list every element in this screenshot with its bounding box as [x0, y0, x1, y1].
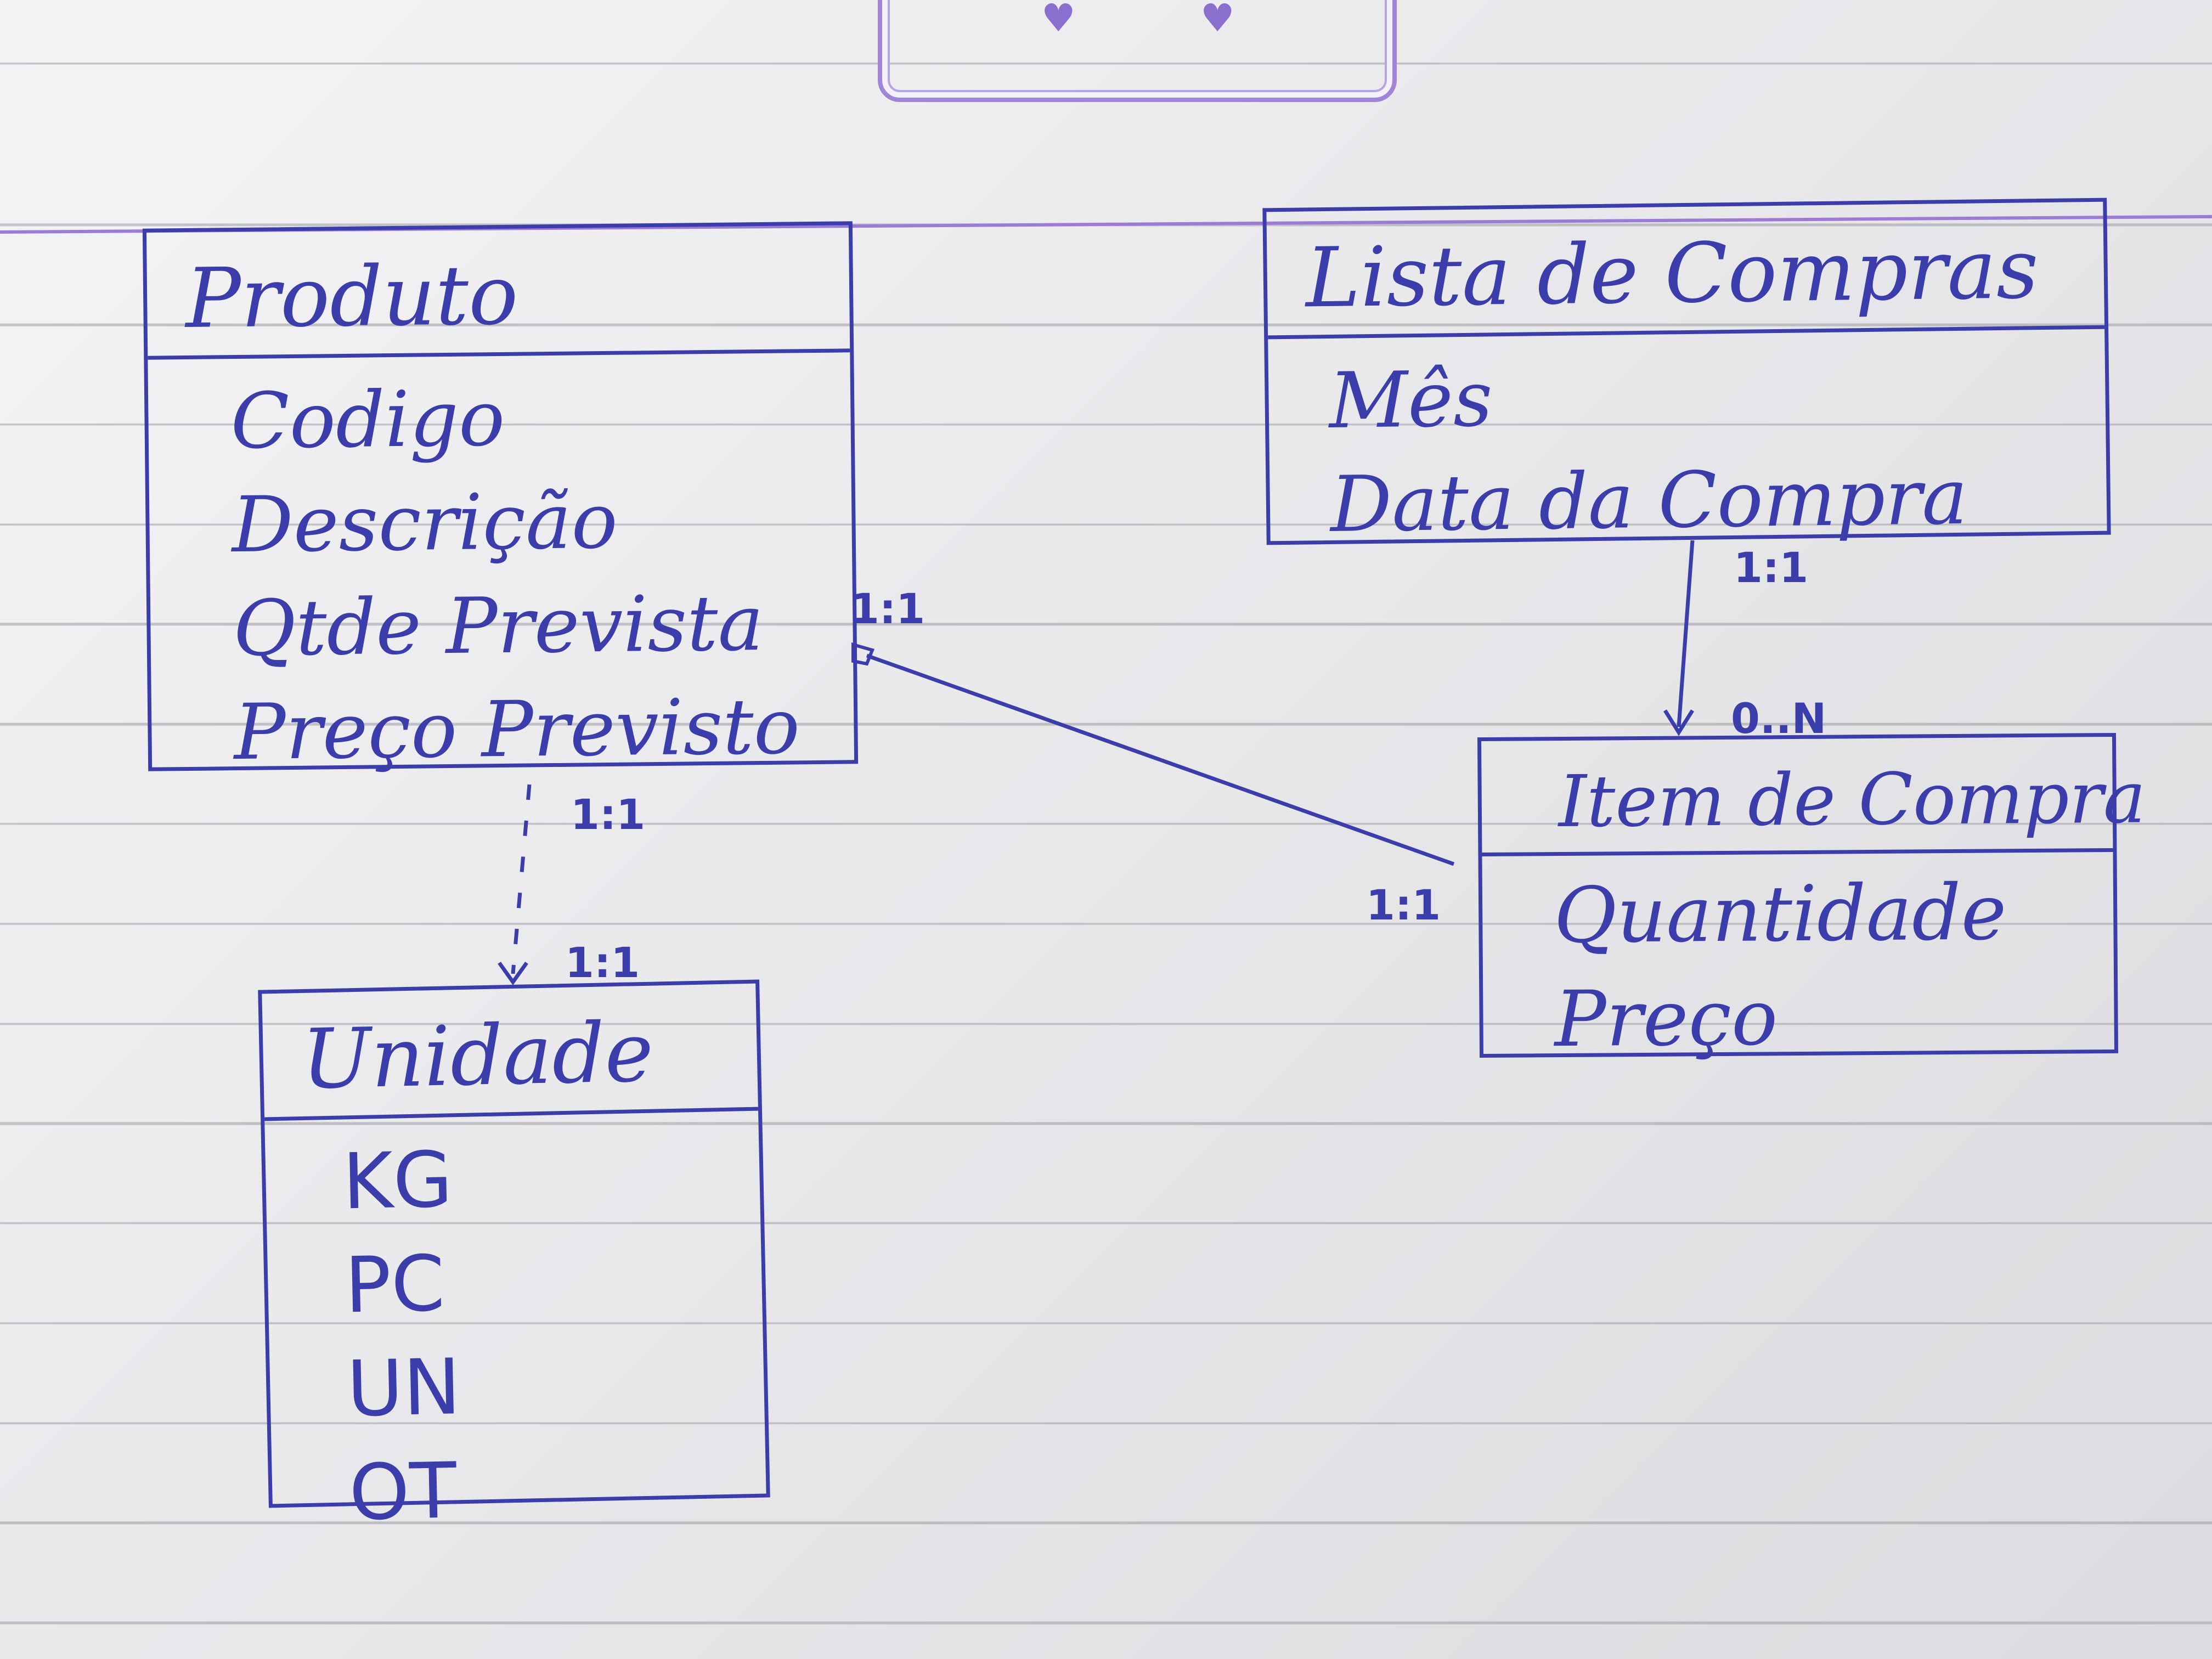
attribute-item: UN [346, 1342, 462, 1435]
attribute-item: KG [341, 1135, 454, 1227]
relationship-line-lista-item [1677, 540, 1695, 727]
attribute-item: PC [343, 1239, 446, 1331]
attribute-item: Codigo [230, 374, 506, 467]
heart-icon: ♥ [1200, 0, 1235, 41]
attribute-item: Quantidade [1553, 868, 2007, 961]
attribute-item: Qtde Prevista [232, 578, 764, 674]
entity-title: Lista de Compras [1266, 201, 2105, 340]
entity-title: Item de Compra [1481, 736, 2146, 857]
entity-lista-de-compras[interactable]: Lista de Compras Mês Data da Compra [1262, 198, 2111, 550]
entity-produto[interactable]: Produto Codigo Descrição Qtde Prevista P… [142, 221, 859, 777]
entity-unidade[interactable]: Unidade KG PC UN OT [258, 979, 770, 1538]
arrowhead-icon [1663, 709, 1694, 736]
heart-icon: ♥ [1041, 0, 1076, 41]
notebook-header-frame: ♥ ♥ [878, 0, 1397, 102]
attribute-item: Data da Compra [1329, 452, 1968, 550]
arrowhead-icon [498, 961, 528, 986]
attribute-item: Descrição [231, 476, 618, 571]
relationship-line-produto-item [866, 653, 1455, 866]
cardinality-label: 1:1 [1734, 543, 1809, 592]
attribute-item: Mês [1328, 354, 1493, 446]
attribute-item: Preço Previsto [233, 682, 800, 778]
entity-title: Produto [146, 225, 850, 360]
entity-item-de-compra[interactable]: Item de Compra Quantidade Preço [1477, 732, 2146, 1064]
cardinality-label: 1:1 [565, 938, 640, 987]
entity-title: Unidade [262, 983, 759, 1121]
connector-end-icon [851, 642, 875, 666]
cardinality-label: 1:1 [1366, 881, 1441, 929]
cardinality-label: 1:1 [850, 584, 926, 633]
cardinality-label: 0..N [1731, 694, 1827, 743]
attribute-item: OT [348, 1446, 458, 1538]
relationship-line-produto-unidade [511, 784, 532, 974]
cardinality-label: 1:1 [571, 790, 646, 839]
attribute-item: Preço [1554, 973, 1778, 1065]
